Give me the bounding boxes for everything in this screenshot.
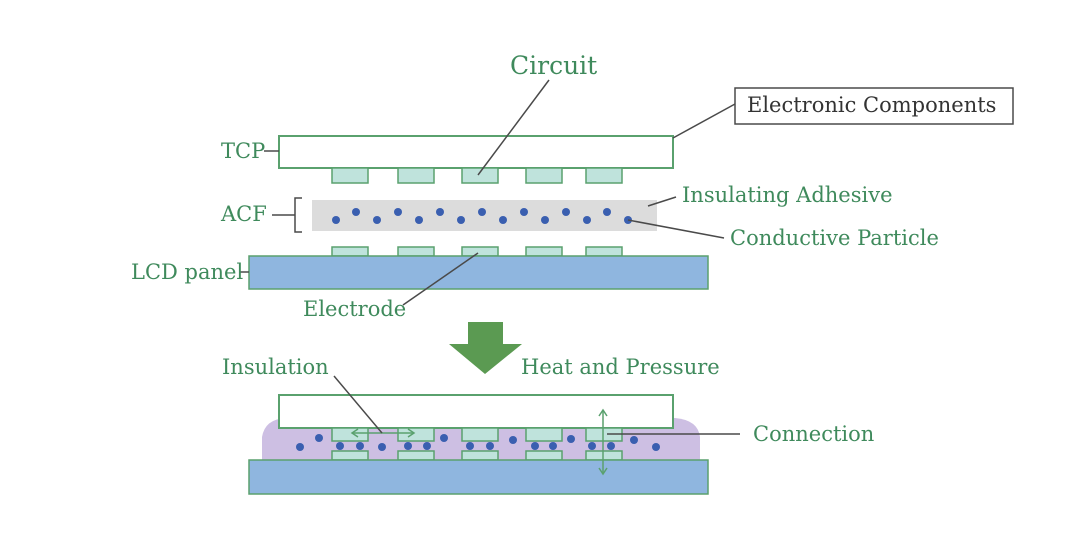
electrode-pad: [525, 450, 563, 461]
conductive-particle: [499, 216, 507, 224]
conductive-particle: [562, 208, 570, 216]
acf-label: ACF: [220, 202, 267, 226]
insulation-label: Insulation: [222, 355, 329, 379]
conductive-particle: [603, 208, 611, 216]
electrode-label: Electrode: [303, 297, 406, 321]
conductive-particles: [332, 208, 632, 224]
conductive-particle: [588, 442, 596, 450]
tcp-label: TCP: [221, 139, 265, 163]
electrode-pad: [461, 246, 499, 257]
electrode-leader: [402, 252, 479, 306]
lcd-panel-bonded: [248, 459, 709, 495]
conductive-particle: [296, 443, 304, 451]
conductive-particle: [315, 434, 323, 442]
circuit-pad: [397, 427, 435, 442]
conductive-particle: [378, 443, 386, 451]
electronic-components-box: [734, 87, 1014, 125]
electrode-pads: [331, 246, 623, 257]
circuit-pad: [331, 167, 369, 184]
circuit-pad: [331, 427, 369, 442]
conductive-particle: [567, 435, 575, 443]
conductive-particle: [531, 442, 539, 450]
after-bonding-group: [248, 375, 740, 495]
conductive-particle: [520, 208, 528, 216]
circuit-pad: [397, 167, 435, 184]
connection-label: Connection: [753, 422, 874, 446]
tcp-substrate: [278, 135, 674, 169]
electrode-pad: [525, 246, 563, 257]
conductive-particle: [356, 442, 364, 450]
connection-arrow: [598, 408, 608, 476]
electrode-pad: [331, 450, 369, 461]
leader-lines-bottom: [333, 375, 740, 435]
circuit-pad: [585, 167, 623, 184]
circuit-pads-bonded: [331, 427, 623, 442]
conductive-particle: [549, 442, 557, 450]
heat-and-pressure-label: Heat and Pressure: [521, 355, 720, 379]
tcp-substrate-bonded: [278, 394, 674, 429]
conductive-particle: [332, 216, 340, 224]
conductive-particle: [415, 216, 423, 224]
conductive-particle: [607, 442, 615, 450]
conductive-particle: [336, 442, 344, 450]
electrode-pad: [585, 450, 623, 461]
conductive-particle: [652, 443, 660, 451]
electrode-pad: [397, 246, 435, 257]
conductive-particle: [436, 208, 444, 216]
before-bonding-group: [240, 79, 1014, 306]
circuit-label: Circuit: [510, 51, 597, 80]
lcd-panel: [248, 255, 709, 290]
leader-lines-top: [240, 79, 736, 306]
acf-film: [312, 200, 657, 231]
circuit-pad: [461, 167, 499, 184]
circuit-pad: [525, 167, 563, 184]
insulating-adhesive-leader: [647, 196, 677, 207]
circuit-pad: [461, 427, 499, 442]
conductive-particle: [486, 442, 494, 450]
conductive-particle: [373, 216, 381, 224]
conductive-particle-label: Conductive Particle: [730, 226, 939, 250]
circuit-pads: [331, 167, 623, 184]
conductive-particle: [583, 216, 591, 224]
electrode-pad: [461, 450, 499, 461]
conductive-particle: [478, 208, 486, 216]
electrode-pad: [331, 246, 369, 257]
conductive-particle: [630, 436, 638, 444]
conductive-particle: [466, 442, 474, 450]
conductive-particle-leader: [627, 219, 725, 239]
conductive-particle: [352, 208, 360, 216]
circuit-pad: [525, 427, 563, 442]
insulation-leader: [333, 375, 383, 434]
conductive-particle: [423, 442, 431, 450]
electrode-pad: [397, 450, 435, 461]
conductive-particle: [457, 216, 465, 224]
electronic-components-label: Electronic Components: [747, 93, 996, 117]
circuit-leader: [477, 79, 550, 176]
conductive-particle: [440, 434, 448, 442]
conductive-particle: [404, 442, 412, 450]
conductive-particle: [394, 208, 402, 216]
conductive-particle: [541, 216, 549, 224]
down-arrow: [449, 322, 522, 374]
lcd-panel-label: LCD panel: [131, 260, 243, 284]
electronic-components-leader: [672, 103, 736, 139]
insulating-adhesive-label: Insulating Adhesive: [682, 183, 893, 207]
electrode-pad: [585, 246, 623, 257]
conductive-particle: [509, 436, 517, 444]
acf-bracket: [272, 197, 302, 233]
insulation-arrow: [350, 428, 416, 438]
conductive-particles-bonded: [296, 434, 660, 451]
